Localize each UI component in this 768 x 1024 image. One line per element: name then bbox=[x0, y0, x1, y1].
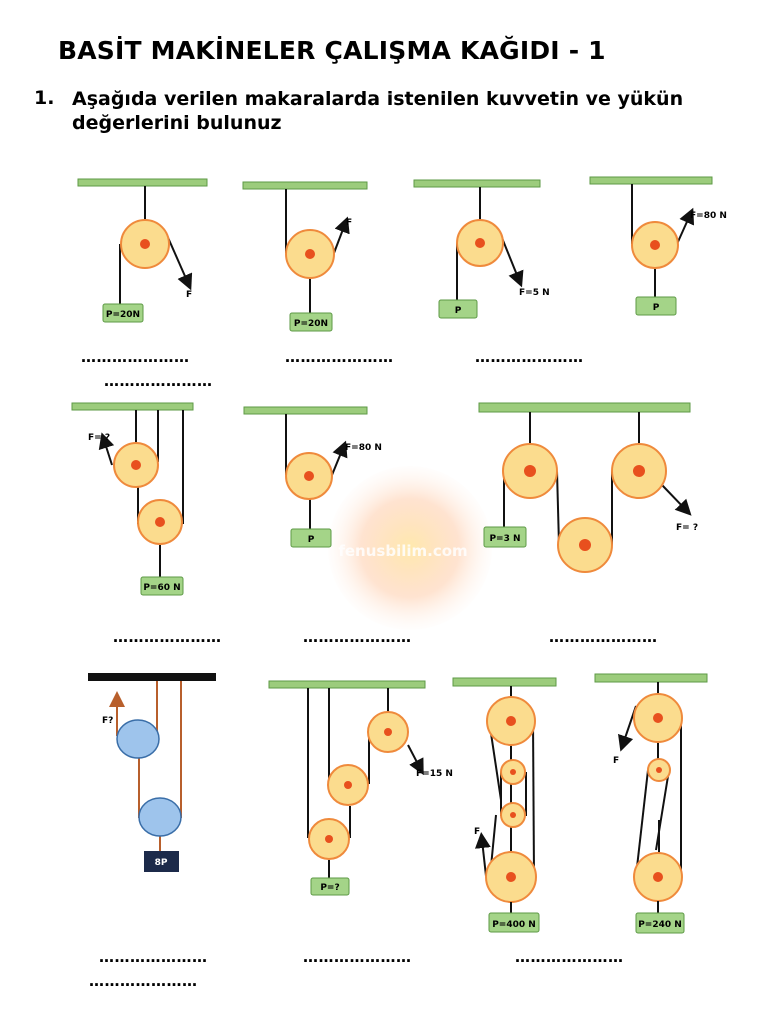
ceiling-bar bbox=[413, 179, 541, 188]
answer-blank: ………………… bbox=[303, 948, 412, 966]
answer-blank: ………………… bbox=[99, 948, 208, 966]
figure-3-fixed-pulley: P F=5 N bbox=[413, 179, 550, 319]
force-label: F=80 N bbox=[345, 443, 382, 453]
ceiling-bar bbox=[268, 680, 426, 689]
force-label: F= ? bbox=[88, 433, 110, 443]
load-box bbox=[438, 299, 478, 319]
load-box bbox=[310, 877, 350, 896]
ceiling-bar bbox=[478, 402, 691, 413]
watermark-text: fenusbilim.com bbox=[338, 542, 467, 560]
load-label: P=3 N bbox=[489, 534, 520, 544]
answer-blank: ………………… bbox=[104, 372, 213, 390]
ceiling-bar bbox=[71, 402, 194, 411]
load-box bbox=[488, 912, 540, 933]
load-box bbox=[289, 312, 333, 332]
force-label: F=5 N bbox=[519, 288, 550, 298]
load-label: 8P bbox=[155, 858, 168, 868]
ceiling-bar bbox=[242, 181, 368, 190]
load-label: P bbox=[308, 535, 315, 545]
ceiling-bar bbox=[589, 176, 713, 185]
load-box bbox=[483, 526, 527, 548]
answer-blank: ………………… bbox=[89, 972, 198, 990]
answer-blank: ………………… bbox=[285, 348, 394, 366]
answer-blank: ………………… bbox=[81, 348, 190, 366]
fixed-pulley bbox=[116, 719, 160, 759]
movable-pulley bbox=[138, 797, 182, 837]
force-label: F=80 N bbox=[690, 211, 727, 221]
figure-9-pulley-system: P=? F=15 N bbox=[268, 680, 453, 896]
load-label: P bbox=[455, 306, 462, 316]
answer-blank: ………………… bbox=[475, 348, 584, 366]
question-text: Aşağıda verilen makaralarda istenilen ku… bbox=[72, 88, 684, 134]
load-box bbox=[635, 296, 677, 316]
question-number: 1. bbox=[34, 87, 55, 109]
answer-blank: ………………… bbox=[515, 948, 624, 966]
ceiling-bar bbox=[77, 178, 208, 187]
force-label: F? bbox=[102, 716, 113, 726]
force-label: F=15 N bbox=[416, 769, 453, 779]
answer-blank: ………………… bbox=[303, 628, 412, 646]
force-label: F bbox=[613, 756, 619, 766]
load-label: P=240 N bbox=[638, 920, 682, 930]
figure-1-fixed-pulley: P=20N F bbox=[77, 178, 208, 323]
load-box bbox=[635, 912, 685, 934]
answer-blank: ………………… bbox=[113, 628, 222, 646]
load-label: P=400 N bbox=[492, 920, 536, 930]
load-box bbox=[140, 576, 184, 596]
figure-7-pulley-system: P=3 N F= ? bbox=[478, 402, 698, 573]
load-box bbox=[102, 303, 144, 323]
page-title: BASİT MAKİNELER ÇALIŞMA KAĞIDI - 1 bbox=[58, 36, 606, 65]
figure-10-block-and-tackle: P=400 N F bbox=[452, 677, 557, 933]
figure-4-movable-pulley: P F=80 N bbox=[589, 176, 727, 316]
figure-5-pulley-system: P=60 N F= ? bbox=[71, 402, 194, 596]
ceiling-bar bbox=[243, 406, 368, 415]
figure-2-movable-pulley: P=20N F bbox=[242, 181, 368, 332]
load-label: P=20N bbox=[294, 319, 328, 329]
answer-blank: ………………… bbox=[549, 628, 658, 646]
load-label: P bbox=[653, 303, 660, 313]
force-label: F bbox=[474, 827, 480, 837]
load-label: P=20N bbox=[106, 310, 140, 320]
load-label: P=? bbox=[320, 883, 339, 893]
watermark: fenusbilim.com bbox=[328, 466, 492, 630]
load-box bbox=[290, 528, 332, 548]
ceiling-bar bbox=[594, 673, 708, 683]
force-label: F= ? bbox=[676, 523, 698, 533]
load-label: P=60 N bbox=[143, 583, 180, 593]
force-label: F bbox=[186, 290, 192, 300]
figure-6-movable-pulley: P F=80 N bbox=[243, 406, 382, 548]
ceiling-bar bbox=[452, 677, 557, 687]
figure-8-blue-pulleys: 8P F? bbox=[88, 673, 216, 872]
figure-11-block-and-tackle: P=240 N F bbox=[594, 673, 708, 934]
force-label: F bbox=[346, 218, 352, 228]
ceiling-bar bbox=[88, 673, 216, 681]
load-box bbox=[144, 851, 179, 872]
